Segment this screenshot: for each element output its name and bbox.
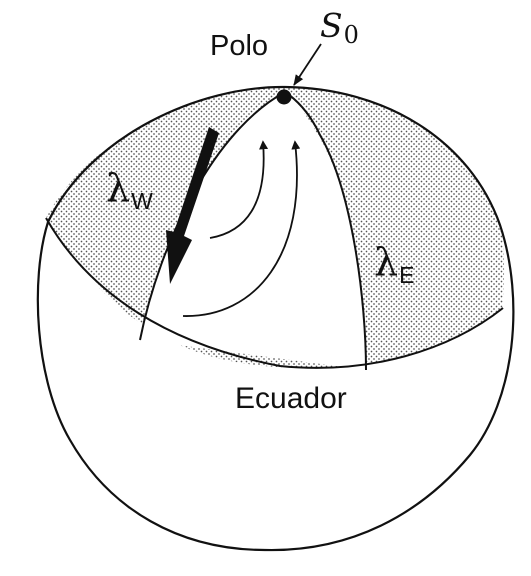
- sphere-outline: [36, 85, 515, 552]
- west-lambda-label: λW: [106, 166, 153, 215]
- central-lune: [140, 92, 366, 370]
- west-subscript: W: [131, 188, 153, 214]
- equator-label: Ecuador: [235, 382, 347, 415]
- east-subscript: E: [399, 262, 415, 288]
- source-symbol: S: [320, 6, 343, 45]
- source-point-dot: [276, 89, 292, 105]
- inner-return-flow-arrow: [209, 140, 269, 239]
- source-subscript: 0: [343, 21, 359, 49]
- outer-return-flow-arrow: [182, 140, 301, 317]
- east-symbol: λ: [374, 240, 399, 284]
- west-boundary-current-arrow: [166, 127, 219, 284]
- source-leader-arrow: [293, 43, 322, 86]
- source-point-label: S0: [320, 6, 359, 49]
- east-lambda-label: λE: [374, 240, 414, 289]
- west-symbol: λ: [106, 166, 131, 210]
- pole-label: Polo: [210, 30, 269, 62]
- equator-line: [45, 217, 504, 369]
- east-meridian: [284, 91, 367, 371]
